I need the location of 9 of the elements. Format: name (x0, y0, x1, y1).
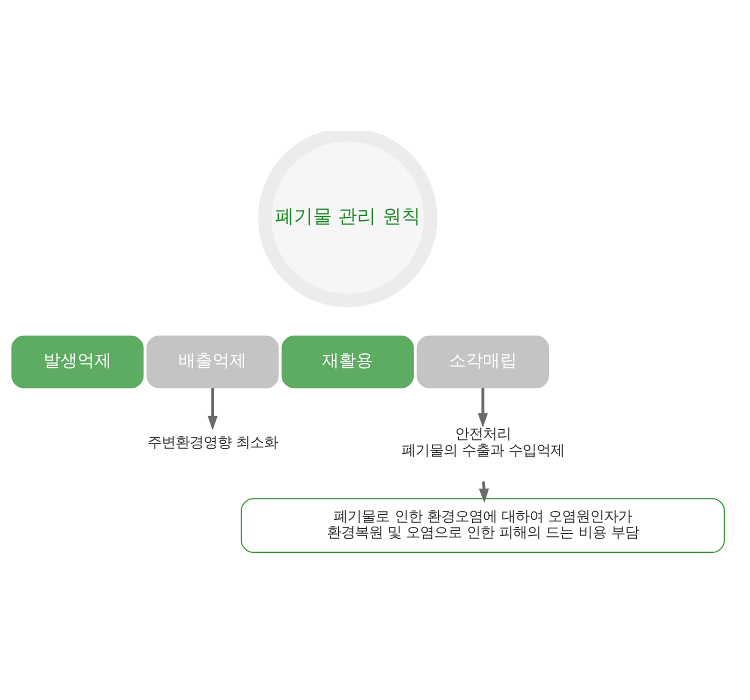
node-box: 폐기물로 인한 환경오염에 대하여 오염원인자가 환경복원 및 오염으로 인한 피해의 드는 비용 부담 (240, 498, 725, 552)
node-text: 안전처리 폐기물의 수출과 수입억제 (401, 426, 564, 458)
node-text: 주변환경영향 최소화 (147, 434, 278, 450)
node-box: 소각매립 (416, 335, 549, 388)
node-box: 발생억제 (11, 335, 144, 388)
arrow (208, 388, 218, 430)
node-box: 배출억제 (146, 335, 279, 388)
arrow (478, 388, 488, 428)
node-box: 재활용 (282, 335, 414, 388)
